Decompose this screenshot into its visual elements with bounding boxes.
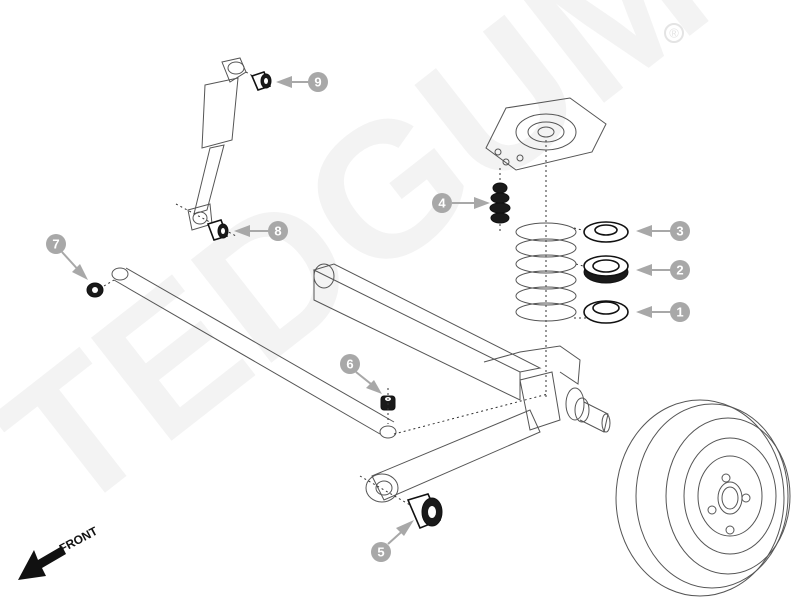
callout-1-label: 1	[676, 305, 683, 320]
bushing-7	[86, 282, 104, 298]
bushing-8	[206, 219, 229, 241]
spring-seat-1	[583, 300, 629, 324]
callout-7: 7	[46, 234, 88, 280]
callout-1: 1	[636, 302, 690, 322]
callout-8: 8	[234, 221, 288, 241]
bearing-2	[583, 255, 629, 284]
watermark-text: TEDGUM	[0, 0, 744, 552]
callout-4: 4	[432, 193, 490, 213]
callout-9: 9	[276, 72, 328, 92]
coil-spring	[515, 222, 591, 322]
top-mount	[485, 97, 607, 184]
trailing-arm	[359, 409, 541, 521]
callout-5: 5	[371, 520, 414, 562]
front-arrow-icon	[18, 546, 66, 580]
panhard-rod	[103, 267, 397, 439]
bushing-5	[406, 493, 443, 530]
callout-4-label: 4	[438, 196, 446, 211]
callout-8-label: 8	[274, 224, 281, 239]
spring-seat-3	[583, 221, 629, 243]
registered-mark-text: ®	[669, 26, 679, 41]
bump-stop-4	[489, 182, 511, 232]
callout-9-label: 9	[314, 75, 321, 90]
callout-7-label: 7	[52, 237, 59, 252]
bushing-9	[250, 71, 272, 91]
callout-3: 3	[636, 221, 690, 241]
callout-2: 2	[636, 260, 690, 280]
bushing-6	[380, 388, 396, 424]
wheel	[615, 399, 791, 597]
callout-6-label: 6	[346, 357, 353, 372]
axle-beam	[312, 140, 611, 435]
registered-mark: ®	[664, 23, 684, 43]
watermark: TEDGUM	[0, 0, 744, 552]
callout-3-label: 3	[676, 224, 683, 239]
callout-6: 6	[340, 354, 382, 394]
callout-2-label: 2	[676, 263, 683, 278]
callout-5-label: 5	[377, 545, 384, 560]
front-direction-indicator: FRONT	[18, 524, 100, 580]
